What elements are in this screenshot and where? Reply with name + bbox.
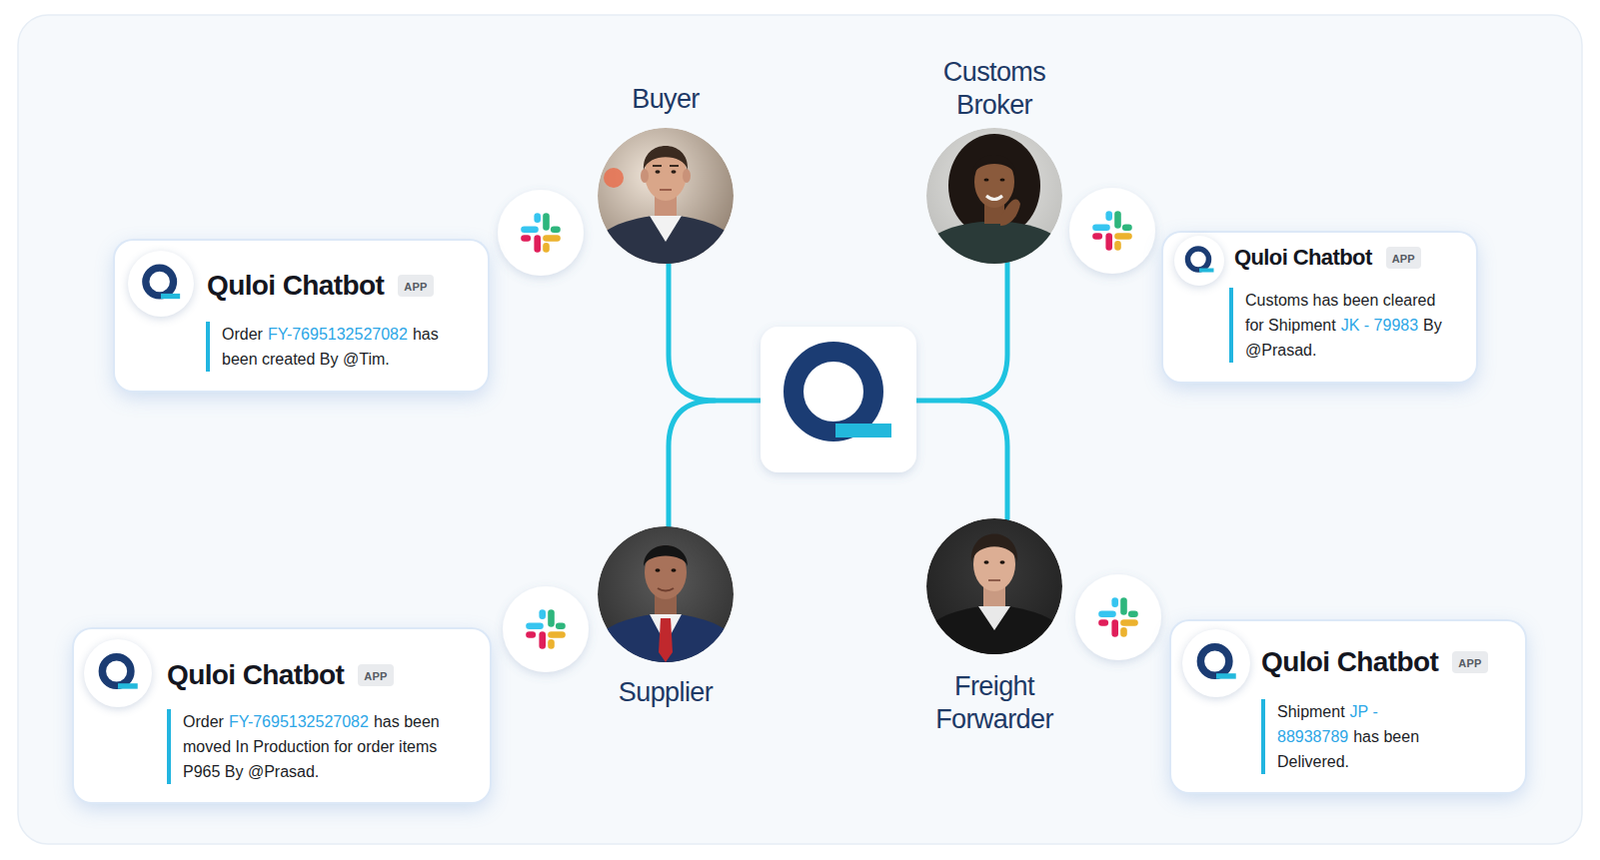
hub-lines: [668, 262, 1008, 529]
hub-line: [668, 400, 715, 529]
badge-text: APP: [403, 280, 427, 293]
message-text: Shipment: [1277, 703, 1346, 721]
slack-icon: [497, 189, 584, 276]
message-text: Order: [221, 325, 263, 343]
role-label: Customs Broker: [919, 55, 1070, 122]
app-badge: APP: [1386, 246, 1422, 269]
chatbot-avatar: [127, 250, 194, 317]
record-link: JK - 79983: [1341, 316, 1419, 334]
chat-card: Quloi Chatbot APP Customs has been cleared…: [1163, 232, 1477, 382]
slack-icon: [1075, 574, 1162, 661]
chat-card: Quloi Chatbot APP OrderFY-7695132527082has…: [73, 629, 490, 803]
person-circle: Freight Forwarder: [926, 518, 1063, 655]
card-title: Quloi Chatbot: [206, 268, 384, 303]
badge-slot: APP: [357, 664, 393, 687]
chatbot-logo: [1182, 629, 1251, 698]
logo-ring: [145, 267, 174, 296]
app-badge: APP: [1452, 651, 1488, 674]
person-circle: Customs Broker: [926, 127, 1063, 264]
chat-card: Quloi Chatbot APP ShipmentJP - 88938789has…: [1171, 621, 1526, 793]
role-label: Freight Forwarder: [912, 670, 1078, 737]
role-label: Buyer: [555, 82, 776, 116]
slack-icon: [502, 586, 589, 673]
card-header: Quloi Chatbot APP: [1234, 244, 1477, 271]
chatbot-avatar: [1174, 235, 1225, 286]
card-message: ShipmentJP - 88938789has been Delivered.: [1261, 699, 1478, 775]
hub-line: [668, 262, 761, 401]
buyer-portrait: [590, 127, 741, 271]
role-label: Supplier: [555, 676, 776, 710]
logo-ring: [1200, 647, 1230, 677]
logo-tail: [1199, 268, 1215, 273]
chatbot-logo: [127, 250, 194, 317]
chatbot-avatar: [1182, 629, 1251, 698]
background-panel: [17, 14, 1583, 845]
card-message: OrderFY-7695132527082has been moved In P…: [166, 709, 463, 785]
logo-tail: [117, 683, 138, 689]
card-header: Quloi Chatbot APP: [1261, 645, 1526, 680]
hub-line: [961, 400, 1008, 519]
badge-slot: APP: [1386, 246, 1422, 269]
card-title: Quloi Chatbot: [166, 658, 344, 693]
slack-icon: [1069, 187, 1156, 274]
chat-card: Quloi Chatbot APP OrderFY-7695132527082has…: [114, 240, 488, 391]
card-message: Customs has been cleared for ShipmentJK …: [1229, 287, 1458, 363]
chatbot-logo: [83, 639, 152, 708]
badge-text: APP: [1392, 252, 1416, 265]
app-badge: APP: [357, 664, 393, 687]
card-message: OrderFY-7695132527082has been created By…: [205, 321, 457, 372]
badge-slot: APP: [1452, 651, 1488, 674]
record-link: FY-7695132527082: [228, 713, 369, 731]
freight-forwarder-portrait: [919, 518, 1070, 662]
card-title: Quloi Chatbot: [1234, 244, 1373, 271]
supplier-portrait: [590, 526, 741, 670]
record-link: FY-7695132527082: [267, 325, 408, 343]
message-text: Order: [182, 713, 224, 731]
logo-ring: [1188, 248, 1210, 270]
card-header: Quloi Chatbot APP: [206, 268, 488, 303]
badge-text: APP: [1458, 657, 1482, 670]
badge-text: APP: [363, 670, 387, 683]
customs-broker-portrait: [919, 127, 1070, 271]
card-header: Quloi Chatbot APP: [166, 658, 490, 693]
person-circle: Supplier: [597, 526, 734, 663]
chatbot-logo: [1174, 235, 1225, 286]
card-title: Quloi Chatbot: [1261, 645, 1439, 680]
logo-ring: [101, 657, 131, 687]
app-badge: APP: [397, 274, 433, 297]
badge-slot: APP: [397, 274, 433, 297]
chatbot-avatar: [83, 639, 152, 708]
logo-tail: [1216, 673, 1237, 679]
person-circle: Buyer: [597, 127, 734, 264]
logo-tail: [160, 293, 180, 299]
hub-line: [916, 262, 1008, 401]
hub-logo: [760, 326, 917, 473]
